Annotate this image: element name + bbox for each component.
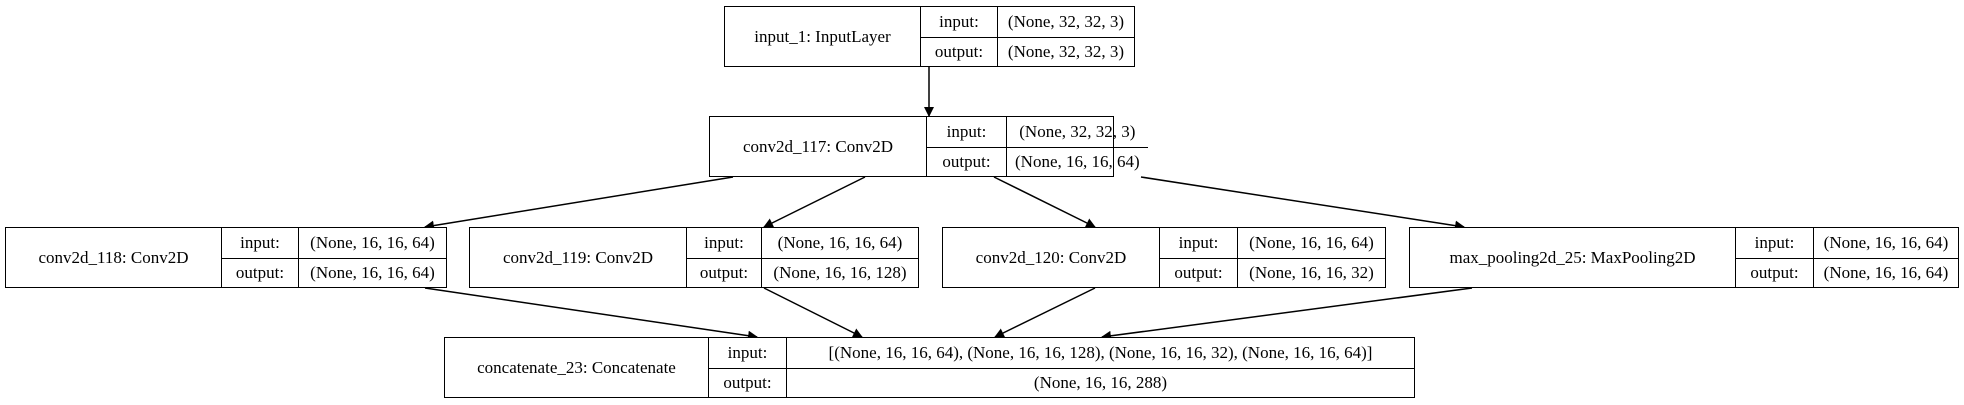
output-row: output: (None, 16, 16, 128): [687, 257, 918, 287]
output-row: output: (None, 16, 16, 32): [1160, 257, 1385, 287]
input-label: input:: [687, 228, 762, 258]
input-row: input: (None, 16, 16, 64): [1736, 228, 1958, 258]
io-table: input: (None, 16, 16, 64) output: (None,…: [687, 228, 918, 287]
input-row: input: (None, 16, 16, 64): [687, 228, 918, 258]
edge-conv2d_117-conv2d_119: [763, 176, 866, 228]
input-shape: [(None, 16, 16, 64), (None, 16, 16, 128)…: [828, 343, 1373, 363]
edge-conv2d_118-concatenate_23: [424, 287, 758, 341]
node-name: conv2d_119: Conv2D: [470, 228, 687, 287]
io-table: input: (None, 16, 16, 64) output: (None,…: [1160, 228, 1385, 287]
node-input_1: input_1: InputLayer input: (None, 32, 32…: [724, 6, 1135, 67]
node-name: max_pooling2d_25: MaxPooling2D: [1410, 228, 1736, 287]
output-row: output: (None, 16, 16, 64): [927, 146, 1148, 176]
node-conv2d_119: conv2d_119: Conv2D input: (None, 16, 16,…: [469, 227, 919, 288]
input-label: input:: [709, 338, 787, 368]
node-conv2d_120: conv2d_120: Conv2D input: (None, 16, 16,…: [942, 227, 1386, 288]
input-row: input: (None, 32, 32, 3): [927, 117, 1148, 147]
input-shape: (None, 16, 16, 64): [310, 233, 435, 253]
node-name: conv2d_120: Conv2D: [943, 228, 1160, 287]
io-table: input: (None, 32, 32, 3) output: (None, …: [921, 7, 1134, 66]
io-table: input: (None, 16, 16, 64) output: (None,…: [1736, 228, 1958, 287]
output-label: output:: [927, 147, 1007, 176]
output-label: output:: [1736, 258, 1814, 287]
node-concatenate_23: concatenate_23: Concatenate input: [(Non…: [444, 337, 1415, 398]
input-shape: (None, 32, 32, 3): [1019, 122, 1136, 142]
node-name: concatenate_23: Concatenate: [445, 338, 709, 397]
input-row: input: (None, 32, 32, 3): [921, 7, 1134, 37]
input-label: input:: [1160, 228, 1238, 258]
output-row: output: (None, 16, 16, 64): [222, 257, 446, 287]
node-conv2d_118: conv2d_118: Conv2D input: (None, 16, 16,…: [5, 227, 447, 288]
io-table: input: [(None, 16, 16, 64), (None, 16, 1…: [709, 338, 1414, 397]
output-shape: (None, 16, 16, 128): [773, 263, 907, 283]
edge-max_pooling2d_25-concatenate_23: [1101, 287, 1473, 341]
node-name: conv2d_118: Conv2D: [6, 228, 222, 287]
input-label: input:: [222, 228, 299, 258]
output-shape: (None, 32, 32, 3): [1007, 42, 1125, 62]
output-shape: (None, 16, 16, 288): [1033, 373, 1168, 393]
input-row: input: (None, 16, 16, 64): [1160, 228, 1385, 258]
node-name: input_1: InputLayer: [725, 7, 921, 66]
edge-conv2d_117-max_pooling2d_25: [1140, 176, 1465, 231]
output-label: output:: [709, 368, 787, 397]
input-row: input: [(None, 16, 16, 64), (None, 16, 1…: [709, 338, 1414, 368]
output-shape: (None, 16, 16, 64): [1823, 263, 1949, 283]
output-shape: (None, 16, 16, 64): [310, 263, 435, 283]
node-conv2d_117: conv2d_117: Conv2D input: (None, 32, 32,…: [709, 116, 1148, 177]
output-row: output: (None, 16, 16, 288): [709, 367, 1414, 397]
output-row: output: (None, 32, 32, 3): [921, 36, 1134, 66]
input-shape: (None, 32, 32, 3): [1007, 12, 1125, 32]
output-shape: (None, 16, 16, 64): [1015, 152, 1140, 172]
output-label: output:: [222, 258, 299, 287]
output-label: output:: [921, 37, 998, 66]
edge-conv2d_120-concatenate_23: [994, 287, 1096, 338]
input-label: input:: [1736, 228, 1814, 258]
output-shape: (None, 16, 16, 32): [1249, 263, 1374, 283]
edge-conv2d_117-conv2d_118: [424, 176, 734, 231]
node-max_pooling2d_25: max_pooling2d_25: MaxPooling2D input: (N…: [1409, 227, 1959, 288]
input-shape: (None, 16, 16, 64): [1249, 233, 1374, 253]
input-shape: (None, 16, 16, 64): [777, 233, 903, 253]
io-table: input: (None, 32, 32, 3) output: (None, …: [927, 117, 1148, 176]
node-name: conv2d_117: Conv2D: [710, 117, 927, 176]
edge-conv2d_117-conv2d_120: [993, 176, 1096, 228]
input-shape: (None, 16, 16, 64): [1823, 233, 1949, 253]
edge-conv2d_119-concatenate_23: [763, 287, 863, 338]
output-label: output:: [687, 258, 762, 287]
input-label: input:: [921, 7, 998, 37]
output-label: output:: [1160, 258, 1238, 287]
io-table: input: (None, 16, 16, 64) output: (None,…: [222, 228, 446, 287]
input-label: input:: [927, 117, 1007, 147]
output-row: output: (None, 16, 16, 64): [1736, 257, 1958, 287]
input-row: input: (None, 16, 16, 64): [222, 228, 446, 258]
